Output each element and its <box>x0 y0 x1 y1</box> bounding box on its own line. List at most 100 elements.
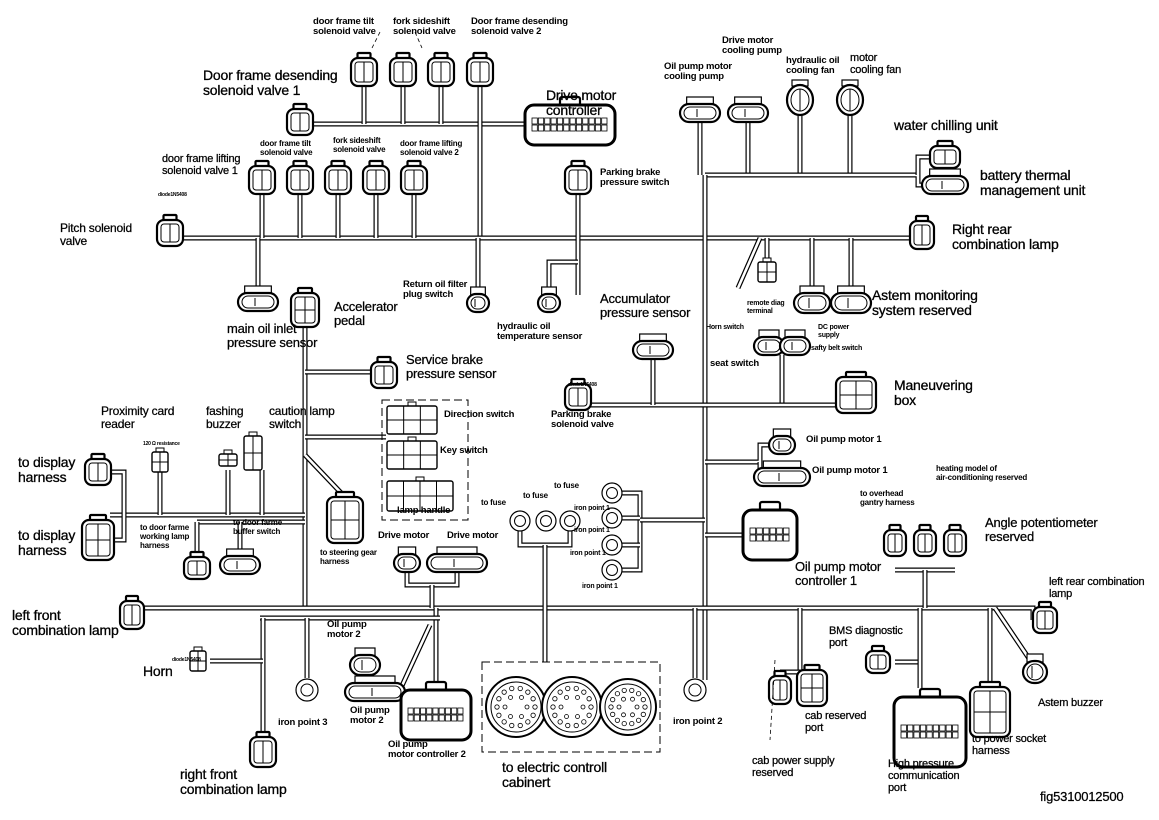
label-seat-switch: seat switch <box>710 358 760 369</box>
label-display-harness-1: to display harness <box>18 454 76 486</box>
oil-pump-cooling-connector <box>678 96 722 124</box>
leader-line <box>414 31 423 49</box>
oil-pump-motor-1b-connector <box>752 460 812 488</box>
label-door-lifting-valve-2: door frame lifting solenoid valve 2 <box>400 139 463 157</box>
power-socket-connector <box>968 680 1012 739</box>
label-resistance: 120 Ω resistance <box>143 441 180 447</box>
label-power-socket: to power socket harness <box>972 733 1047 758</box>
label-overhead-gantry: to overhead gantry harness <box>860 489 915 507</box>
bms-connector <box>864 644 892 675</box>
left-front-lamp-connector <box>118 594 146 631</box>
label-parking-brake-pressure-switch: Parking brake pressure switch <box>600 167 670 189</box>
label-door-working-lamp: to door farme working lamp harness <box>140 523 190 550</box>
label-remote-diag-terminal: remote diag terminal <box>747 300 785 315</box>
harness-wire <box>622 490 643 573</box>
door-buffer-connector <box>218 548 262 576</box>
oil-pump-controller-2-connector <box>399 680 473 742</box>
label-dc-power-supply: DC power supply <box>818 324 850 339</box>
buzzer-connector <box>218 449 238 467</box>
label-iron-point-1d: iron point 1 <box>582 583 618 590</box>
harness-wire <box>517 531 573 548</box>
label-direction-switch: Direction switch <box>444 409 515 420</box>
harness-wire <box>705 442 769 465</box>
label-iron-point-3: iron point 3 <box>278 717 328 728</box>
steering-gear-connector <box>325 490 365 545</box>
label-motor-cooling-fan: motor cooling fan <box>850 52 902 77</box>
drive-motor-a-connector <box>392 546 422 574</box>
right-front-lamp-connector <box>248 730 278 769</box>
left-rear-lamp-connector <box>1031 600 1059 635</box>
label-fork-sideshift-valve-low: fork sideshift solenoid valve <box>333 136 386 154</box>
label-main-oil-inlet-sensor: main oil inlet pressure sensor <box>227 321 318 351</box>
label-oil-pump-motor-1a: Oil pump motor 1 <box>806 434 882 445</box>
label-right-rear-lamp: Right rear combination lamp <box>952 221 1059 253</box>
cab-reserved-connector <box>795 663 829 708</box>
main-oil-inlet-connector <box>236 285 280 313</box>
label-hydraulic-oil-temp-sensor: hydraulic oil temperature sensor <box>497 321 583 343</box>
iron-point-1b <box>601 507 623 529</box>
label-fuse-1: to fuse <box>481 498 506 507</box>
cab-power-connector <box>767 669 793 706</box>
label-oil-pump-motor-2b: Oil pump motor 2 <box>350 705 390 727</box>
harness-wires <box>110 86 1036 738</box>
label-door-buffer-switch: to door farme buffer switch <box>233 518 282 536</box>
door-frame-tilt-valve-connector <box>349 51 379 88</box>
fuse-ring-1 <box>509 510 531 532</box>
label-proximity-card-reader: Proximity card reader <box>101 404 175 432</box>
dc-power-connector <box>792 285 832 315</box>
label-safety-belt-switch: safty belt switch <box>811 345 863 352</box>
figure-id: fig5310012500 <box>1040 789 1124 804</box>
display-harness-2-connector <box>80 513 116 562</box>
door-frame-tilt-valve-low-connector <box>285 159 315 196</box>
label-pitch-solenoid-valve: Pitch solenoid valve <box>60 221 132 249</box>
label-water-chilling-unit: water chilling unit <box>894 117 998 133</box>
switch-group-box <box>381 399 469 521</box>
label-iron-point-2: iron point 2 <box>673 716 723 727</box>
oil-pump-motor-2b-connector <box>343 675 407 703</box>
label-display-harness-2: to display harness <box>18 527 76 559</box>
label-diode-pitch: diode1N5408 <box>158 192 187 198</box>
label-fuse-2: to fuse <box>523 491 548 500</box>
iron-point-1c <box>601 534 623 556</box>
label-accumulator-sensor: Accumulator pressure sensor <box>600 291 691 321</box>
iron-point-2 <box>683 678 707 702</box>
accelerator-pedal-connector <box>289 286 321 329</box>
door-lifting-valve-2-connector <box>399 159 429 196</box>
label-door-desending-valve-1: Door frame desending solenoid valve 1 <box>203 67 338 99</box>
oil-pump-motor-1a-connector <box>767 428 797 456</box>
label-key-switch: Key switch <box>440 445 488 456</box>
harness-wire <box>735 236 763 290</box>
label-diode-horn: diode1N5408 <box>172 657 201 663</box>
remote-diag-connector <box>757 257 777 283</box>
label-electric-cabinet: to electric controll cabinert <box>502 759 607 791</box>
angle-pot-connector <box>942 523 968 558</box>
fuse-ring-2 <box>535 510 557 532</box>
label-left-rear-lamp: left rear combination lamp <box>1049 576 1145 601</box>
door-lifting-valve-1-connector <box>247 159 277 196</box>
label-door-desending-valve-2: Door frame desending solenoid valve 2 <box>471 16 568 38</box>
label-battery-thermal-unit: battery thermal management unit <box>980 167 1086 199</box>
label-horn-switch: Horn switch <box>706 324 744 331</box>
label-angle-potentiometer: Angle potentiometer reserved <box>985 515 1098 545</box>
parking-brake-valve-connector <box>563 377 593 412</box>
high-pressure-connector <box>892 687 968 769</box>
label-flashing-buzzer: fashing buzzer <box>206 404 244 432</box>
label-astem-monitoring: Astem monitoring system reserved <box>872 287 978 319</box>
horn-connector <box>189 646 207 672</box>
fork-sideshift-valve-connector-2 <box>426 51 456 88</box>
fork-sideshift-low-connector <box>323 159 353 196</box>
label-diode-parking: diode1N5408 <box>568 382 597 388</box>
oil-pump-controller-1-connector <box>741 500 799 562</box>
harness-wire <box>915 154 930 175</box>
label-lamp-handle: lamp handle <box>397 505 451 516</box>
safety-belt-connector <box>778 329 812 357</box>
fork-sideshift-valve-connector <box>388 51 418 88</box>
label-astem-buzzer: Astem buzzer <box>1038 697 1103 709</box>
connectors <box>80 51 1059 769</box>
maneuvering-box-connector <box>834 370 878 415</box>
water-chilling-connector <box>928 139 962 170</box>
gantry-connector <box>882 523 908 558</box>
label-iron-point-1c: iron point 1 <box>570 550 606 557</box>
label-hydraulic-oil-cooling-fan: hydraulic oil cooling fan <box>786 55 840 77</box>
circular-connector <box>541 676 603 738</box>
